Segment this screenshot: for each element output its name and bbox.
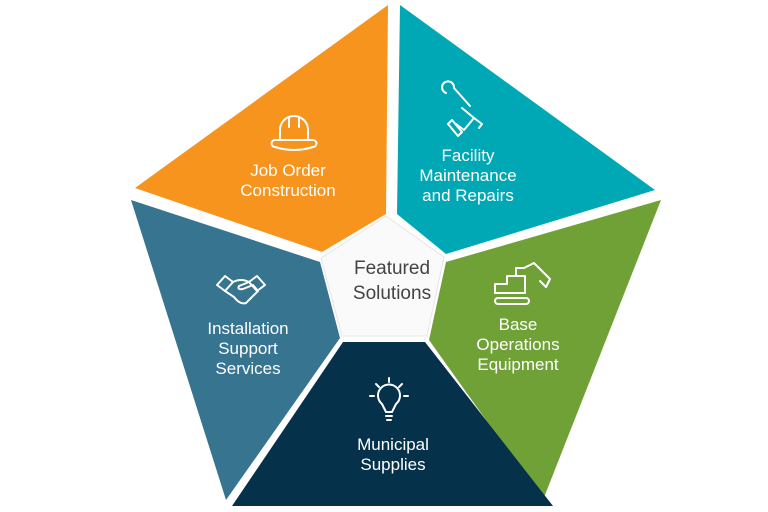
segment-facility-maintenance[interactable]: [397, 5, 655, 254]
segment-base-operations-equipment[interactable]: [429, 200, 661, 500]
label-facility-line3: and Repairs: [422, 186, 514, 205]
handshake-icon: [216, 275, 266, 305]
excavator-icon: [494, 262, 551, 305]
label-base-ops-line2: Operations: [476, 335, 559, 354]
label-installation-line2: Support: [218, 339, 278, 358]
label-municipal-line2: Supplies: [360, 455, 425, 474]
segment-municipal-supplies[interactable]: [232, 342, 553, 506]
label-facility-line2: Maintenance: [419, 166, 516, 185]
segment-installation-support[interactable]: [131, 200, 340, 500]
center-title-line1: Featured: [354, 258, 430, 279]
label-base-ops-line3: Equipment: [477, 355, 559, 374]
lightbulb-icon: [369, 377, 409, 421]
label-installation-line1: Installation: [207, 319, 288, 338]
label-base-ops-line1: Base: [499, 315, 538, 334]
center-title-line2: Solutions: [353, 283, 431, 304]
label-installation-line3: Services: [215, 359, 280, 378]
label-facility-line1: Facility: [442, 146, 495, 165]
center-pentagon: [320, 215, 445, 337]
label-job-order-line2: Construction: [240, 181, 335, 200]
label-job-order-line1: Job Order: [250, 161, 326, 180]
segment-job-order-construction[interactable]: [135, 5, 388, 252]
hand-wrench-icon: [441, 80, 483, 137]
hard-hat-icon: [270, 115, 318, 151]
label-municipal-line1: Municipal: [357, 435, 429, 454]
